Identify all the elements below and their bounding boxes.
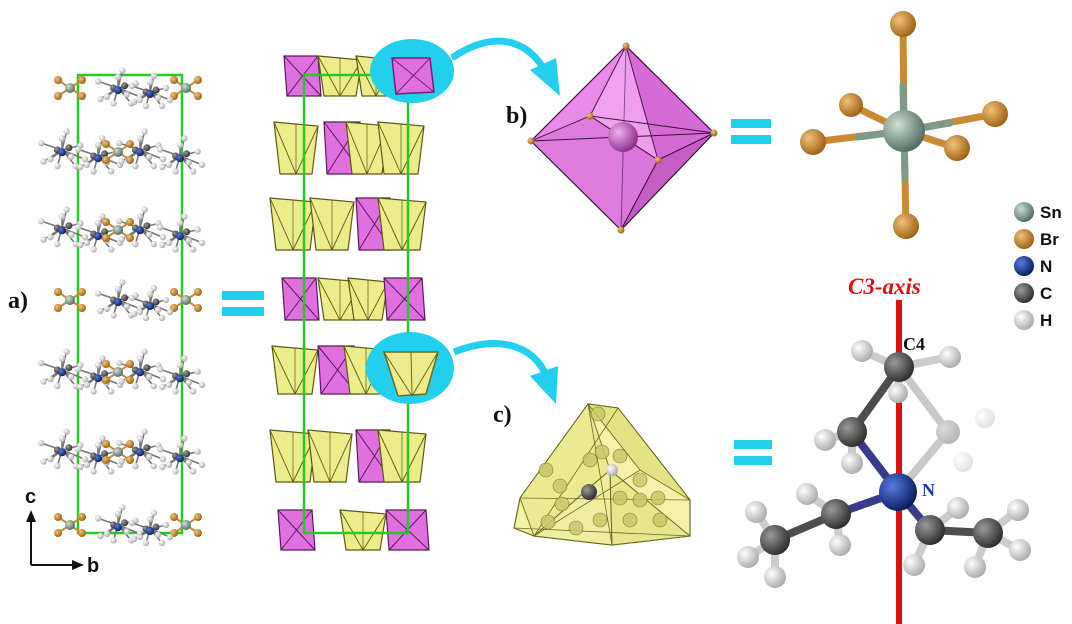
- cation-polyhedron: [307, 429, 353, 483]
- axis-c-label: c: [25, 486, 36, 508]
- legend-swatch: [1014, 283, 1034, 303]
- snbr6-unit: [170, 288, 202, 312]
- cation-ball-and-stick: [737, 300, 1031, 624]
- cation-polyhedron: [347, 277, 389, 321]
- cation-polyhedron: [513, 402, 692, 546]
- panel-a-label: a): [8, 288, 28, 314]
- highlighted-octahedron: [391, 57, 435, 95]
- molecule-cluster: [95, 67, 144, 107]
- panel-b-label: b): [506, 103, 527, 129]
- legend-item-h: H: [1014, 310, 1052, 330]
- legend-item-n: N: [1014, 256, 1052, 276]
- molecule-cluster: [157, 213, 206, 253]
- arrow-to-c: [452, 340, 558, 404]
- molecule-cluster: [157, 355, 206, 395]
- octahedron: [383, 277, 426, 321]
- molecule-cluster: [157, 435, 206, 475]
- axis-indicator: c b: [25, 486, 99, 577]
- n-atom-label: N: [922, 480, 935, 500]
- axis-b-label: b: [87, 555, 99, 577]
- molecule-cluster: [95, 279, 144, 319]
- equals-sign-c: [734, 440, 772, 465]
- molecule-cluster: [116, 428, 167, 470]
- molecule-cluster: [75, 435, 124, 475]
- c3-axis-label: C3-axis: [848, 274, 921, 299]
- cation-polyhedron: [377, 121, 425, 175]
- snbr6-ball-and-stick: [800, 11, 1008, 239]
- cation-polyhedron: [377, 429, 427, 483]
- cation-polyhedron: [309, 197, 355, 251]
- legend-item-br: Br: [1014, 229, 1059, 249]
- snbr6-unit: [102, 440, 134, 464]
- octahedron: [277, 509, 316, 551]
- legend-label: N: [1040, 257, 1052, 276]
- equals-sign-a: [222, 291, 264, 316]
- molecule-cluster: [38, 128, 89, 170]
- legend-item-sn: Sn: [1014, 202, 1062, 222]
- snbr6-unit: [54, 513, 86, 537]
- molecule-cluster: [128, 509, 174, 547]
- legend-label: H: [1040, 311, 1052, 330]
- unit-cell-poly: [302, 73, 410, 535]
- legend-label: Sn: [1040, 203, 1062, 222]
- equals-sign-b: [731, 119, 771, 144]
- snbr6-unit: [102, 218, 134, 242]
- cation-polyhedron: [339, 509, 387, 551]
- legend-swatch: [1014, 256, 1034, 276]
- molecule-cluster: [128, 284, 174, 322]
- unit-cell-a: [76, 73, 184, 535]
- panel-c-label: c): [493, 402, 512, 428]
- molecule-cluster: [128, 72, 174, 110]
- molecule-cluster: [38, 348, 89, 390]
- cation-polyhedron: [377, 197, 427, 251]
- molecule-cluster: [116, 348, 167, 390]
- octahedron: [281, 277, 320, 321]
- octahedron: [283, 55, 322, 97]
- molecule-cluster: [38, 428, 89, 470]
- legend-item-c: C: [1014, 283, 1052, 303]
- polyhedral-structure: [269, 55, 430, 551]
- cation-polyhedron: [273, 121, 319, 175]
- molecule-cluster: [116, 206, 167, 248]
- snbr6-unit: [170, 76, 202, 100]
- molecule-cluster: [157, 135, 206, 175]
- panel-a-structure: [38, 67, 206, 547]
- highlighted-cation-polyhedron: [382, 351, 439, 397]
- cation-polyhedron: [345, 121, 389, 175]
- snbr6-unit: [170, 513, 202, 537]
- molecule-cluster: [75, 355, 124, 395]
- snbr6-unit: [54, 288, 86, 312]
- legend-swatch: [1014, 229, 1034, 249]
- c4-atom-label: C4: [903, 334, 925, 354]
- molecule-cluster: [38, 206, 89, 248]
- molecule-cluster: [95, 504, 144, 544]
- legend-label: Br: [1040, 230, 1059, 249]
- snbr6-unit: [102, 360, 134, 384]
- legend-swatch: [1014, 310, 1034, 330]
- snbr6-unit: [54, 76, 86, 100]
- cation-polyhedron: [271, 345, 319, 395]
- legend-swatch: [1014, 202, 1034, 222]
- legend-label: C: [1040, 284, 1052, 303]
- snbr6-unit: [102, 140, 134, 164]
- snbr6-octahedron: [527, 42, 718, 234]
- cation-polyhedron: [269, 197, 317, 251]
- arrow-to-b: [450, 37, 560, 96]
